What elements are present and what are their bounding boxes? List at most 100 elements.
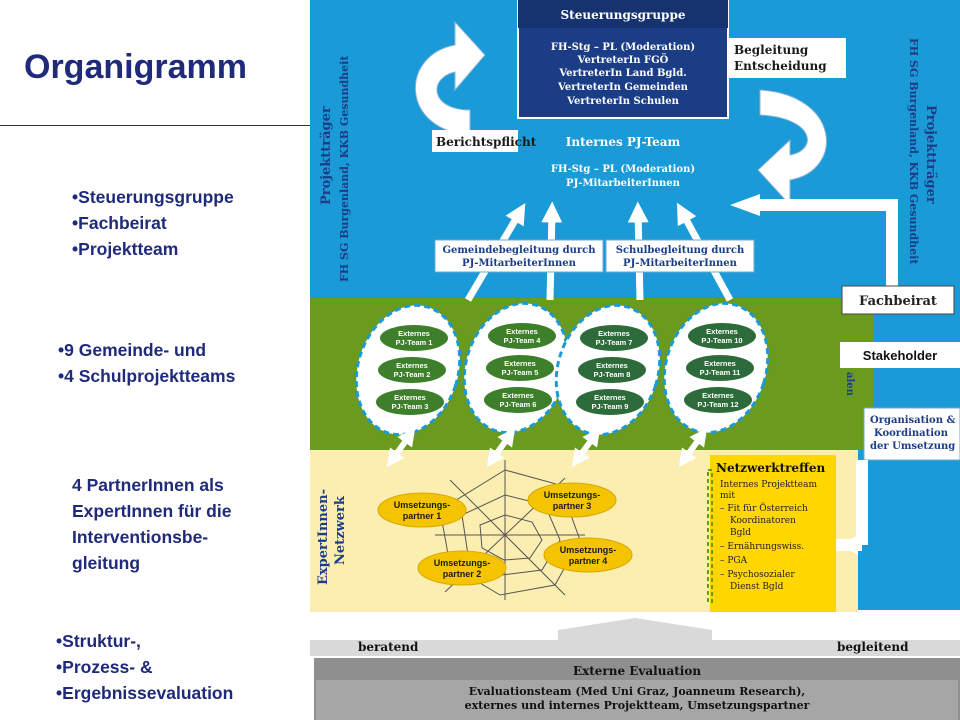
team-label: PJ-Team 6 [500,400,537,409]
evaluation-arrow [310,618,960,656]
team-label: PJ-Team 5 [502,368,539,377]
partner-ellipse: Umsetzungs-partner 4 [543,537,633,573]
gemeindebegleitung-box [434,239,604,273]
begleitung-arrow [757,89,827,207]
partner-ellipse: Umsetzungs-partner 1 [377,492,467,528]
team-label: Externes [596,361,628,370]
svg-text:VertreterIn Land Bgld.: VertreterIn Land Bgld. [558,68,686,79]
schulbegleitung-box [605,239,755,273]
team-label: Externes [598,329,630,338]
bullet-group-evaluation: Struktur-, Prozess- & Ergebnissevaluatio… [56,628,233,706]
svg-text:FH-Stg – PL (Moderation): FH-Stg – PL (Moderation) [551,42,695,53]
netzwerktreffen-box [710,455,836,612]
svg-text:PJ-MitarbeiterInnen: PJ-MitarbeiterInnen [623,258,738,269]
bullet-item: Ergebnissevaluation [56,680,233,706]
svg-text:Umsetzungs-: Umsetzungs- [544,490,601,500]
bullet-item: 4 Schulprojektteams [58,363,235,389]
svg-text:der Umsetzung: der Umsetzung [870,441,955,452]
team-label: Externes [704,359,736,368]
title-divider [0,125,310,126]
svg-text:Fachbeirat: Fachbeirat [859,294,937,309]
svg-text:partner 4: partner 4 [569,556,608,566]
svg-text:VertreterIn Schulen: VertreterIn Schulen [566,96,679,107]
svg-text:VertreterIn Gemeinden: VertreterIn Gemeinden [557,82,689,93]
svg-text:Umsetzungs-: Umsetzungs- [560,545,617,555]
projekttraeger-right-sub: FH SG Burgenland, KKB Gesundheit [907,38,920,265]
svg-text:FH-Stg – PL (Moderation): FH-Stg – PL (Moderation) [551,164,695,175]
svg-text:VertreterIn FGÖ: VertreterIn FGÖ [577,53,669,66]
svg-text:Bgld: Bgld [730,528,751,538]
svg-text:Umsetzungs-: Umsetzungs- [394,500,451,510]
team-label: PJ-Team 1 [396,338,433,347]
team-label: PJ-Team 2 [394,370,431,379]
organisation-box [863,407,960,461]
evaluation-title: Externe Evaluation [573,664,701,678]
internes-team-title: Internes PJ-Team [566,135,681,149]
team-label: PJ-Team 4 [504,336,542,345]
team-label: Externes [594,393,626,402]
svg-text:Netzwerk: Netzwerk [333,495,348,565]
bullet-item: Struktur-, [56,628,233,654]
team-label: PJ-Team 3 [392,402,429,411]
berichtspflicht-label-box [432,130,518,152]
svg-text:– Ernährungswiss.: – Ernährungswiss. [720,542,804,552]
partner-ellipse: Umsetzungs-partner 2 [417,550,507,586]
svg-text:mit: mit [720,491,735,501]
stakeholder-box [840,342,960,368]
bullet-item: Steuerungsgruppe [72,184,234,210]
fachbeirat-box [841,285,955,315]
partner-description: 4 PartnerInnen als ExpertInnen für die I… [72,475,232,573]
svg-text:Evaluationsteam (Med Uni Graz,: Evaluationsteam (Med Uni Graz, Joanneum … [469,685,806,698]
svg-text:partner 3: partner 3 [553,501,592,511]
begleitend-label: begleitend [837,640,909,654]
svg-text:Stakeholder: Stakeholder [863,348,937,363]
svg-text:Gemeindebegleitung durch: Gemeindebegleitung durch [442,245,596,256]
bullet-group-teams: 9 Gemeinde- und 4 Schulprojektteams [58,337,235,389]
svg-text:alen: alen [844,372,855,397]
svg-text:Umsetzungs-: Umsetzungs- [434,558,491,568]
svg-text:externes und internes Projektt: externes und internes Projektteam, Umset… [465,699,810,712]
team-label: PJ-Team 8 [594,370,631,379]
svg-text:Koordination: Koordination [874,428,949,439]
bullet-item: Projektteam [72,236,234,262]
svg-text:partner 2: partner 2 [443,569,482,579]
team-label: Externes [706,327,738,336]
organigram-diagram: Steuerungsgruppe FH-Stg – PL (Moderation… [310,0,960,720]
slide-title: Organigramm [24,48,247,86]
projekttraeger-right-title: Projektträger [923,105,938,204]
team-label: PJ-Team 7 [596,338,633,347]
team-label: Externes [702,391,734,400]
team-label: PJ-Team 10 [701,336,742,345]
team-label: Externes [396,361,428,370]
svg-text:– Psychosozialer: – Psychosozialer [720,570,795,580]
projekttraeger-left-title: Projektträger [319,106,334,205]
netzwerktreffen-title: Netzwerktreffen [716,461,826,475]
berichtspflicht-arrow [414,20,486,136]
steuerungsgruppe-title: Steuerungsgruppe [561,8,686,22]
team-label: Externes [398,329,430,338]
team-label: Externes [506,327,538,336]
svg-text:Berichtspflicht: Berichtspflicht [436,135,537,149]
svg-text:– Fit für Österreich: – Fit für Österreich [720,502,808,514]
svg-text:Organisation &: Organisation & [870,415,956,426]
bullet-item: Fachbeirat [72,210,234,236]
bullet-item: 9 Gemeinde- und [58,337,235,363]
svg-text:Koordinatoren: Koordinatoren [730,516,796,526]
partner-ellipse: Umsetzungs-partner 3 [527,482,617,518]
team-label: PJ-Team 9 [592,402,629,411]
bullet-group-structure: Steuerungsgruppe Fachbeirat Projektteam [72,184,234,262]
svg-text:Internes Projektteam: Internes Projektteam [720,480,817,490]
bullet-item: Prozess- & [56,654,233,680]
svg-text:PJ-MitarbeiterInnen: PJ-MitarbeiterInnen [566,178,681,189]
svg-text:partner 1: partner 1 [403,511,442,521]
beratend-label: beratend [358,640,419,654]
team-label: PJ-Team 11 [700,368,741,377]
fachbeirat-feedback-arrow [758,199,898,298]
exchange-arrows [386,427,708,468]
